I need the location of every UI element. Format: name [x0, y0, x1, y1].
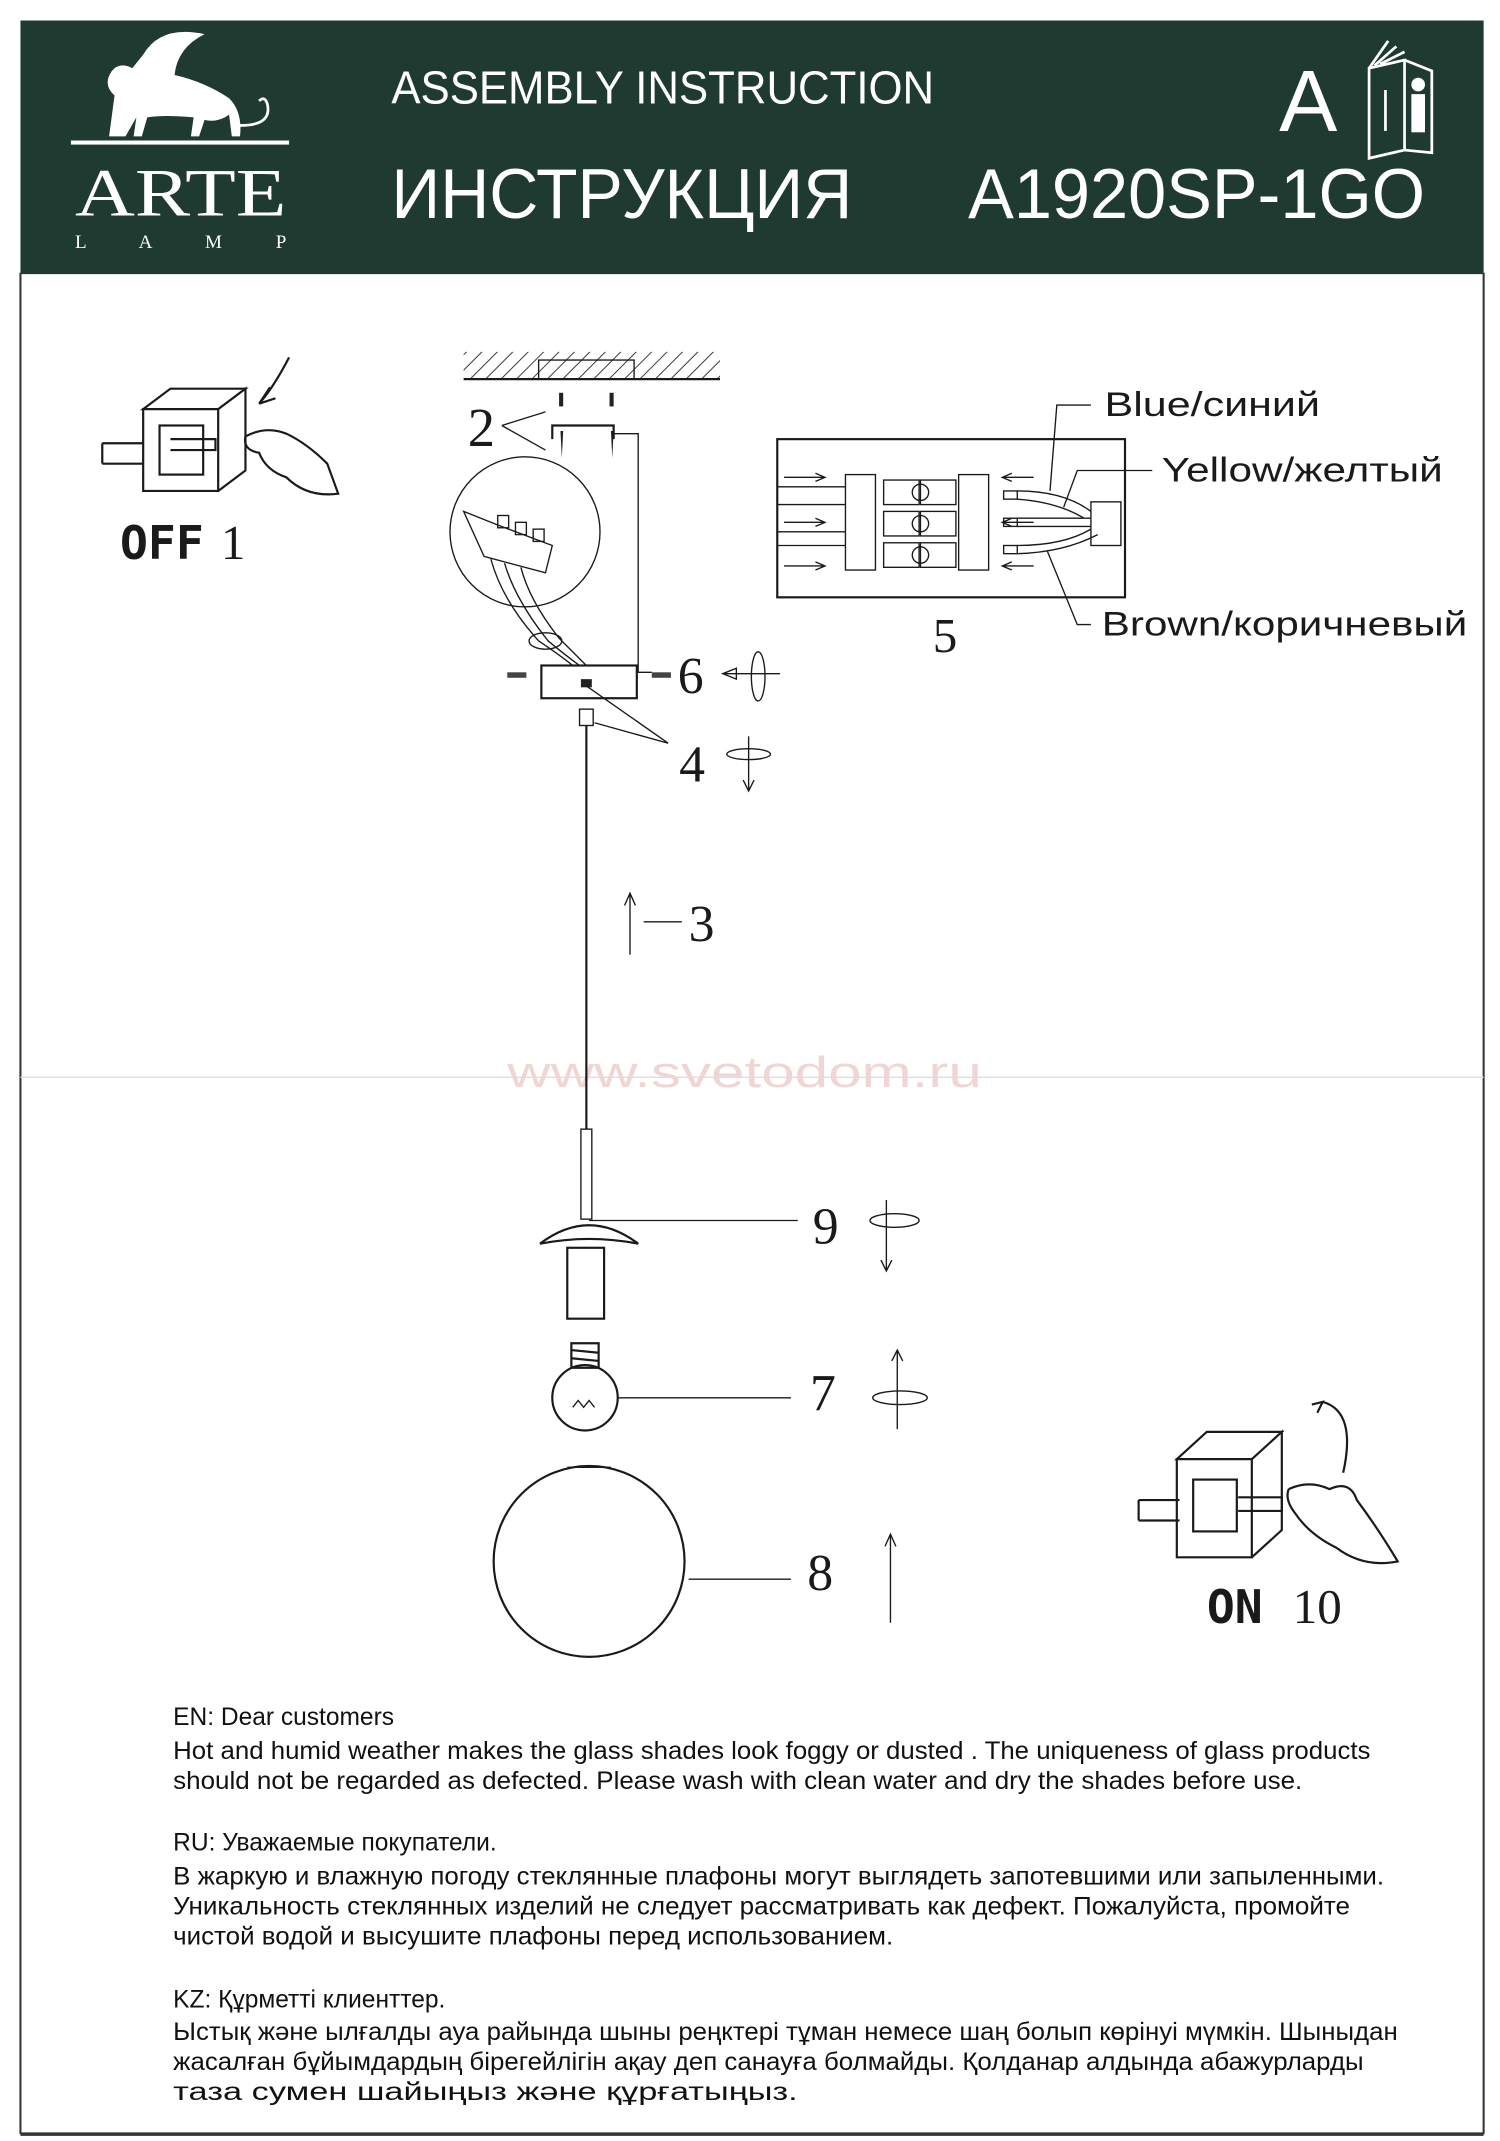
step-7-number: 7 [810, 1365, 836, 1422]
rotate-down-icon [726, 736, 772, 793]
glass-globe-shade [492, 1464, 686, 1658]
light-bulb-icon [551, 1342, 619, 1432]
note-kz-line: Ыстық және ылғалды ауа райында шыны реңк… [173, 2019, 1398, 2046]
model-number: A1920SP-1GO [968, 155, 1425, 234]
version-letter: A [1279, 53, 1338, 150]
title-ru: ИНСТРУКЦИЯ [391, 155, 852, 234]
watermark: www.svetodom.ru [506, 1049, 982, 1097]
wire-brown-label: Brown/коричневый [1102, 606, 1467, 644]
note-kz-line: таза сумен шайыңыз және құрғатыңыз. [173, 2079, 798, 2106]
wall-switch-icon [1137, 1429, 1285, 1559]
note-en-line: should not be regarded as defected. Plea… [173, 1768, 1302, 1795]
pendant-illustration: 3 9 7 8 [492, 725, 928, 1658]
instruction-book-icon [1367, 40, 1434, 160]
arrow-up-icon [884, 1532, 897, 1623]
header-banner: ARTE L A M P ASSEMBLY INSTRUCTION ИНСТРУ… [20, 20, 1484, 275]
note-kz-title: KZ: Құрметті клиенттер. [173, 1986, 445, 2013]
push-rotate-icon [720, 651, 780, 702]
switch-on-illustration: ON 10 [1137, 1400, 1400, 1634]
step-10-number: 10 [1293, 1579, 1342, 1634]
step-3-number: 3 [689, 896, 715, 953]
on-label: ON [1207, 1580, 1263, 1634]
wiring-diagram: 5 Blue/синий Yellow/желтый Brown/коричне… [776, 386, 1467, 663]
hand-icon [243, 356, 340, 496]
note-ru-line: чистой водой и высушите плафоны перед ис… [173, 1924, 893, 1951]
note-ru-line: Уникальность стеклянных изделий не следу… [173, 1894, 1350, 1921]
title-en: ASSEMBLY INSTRUCTION [391, 62, 934, 114]
terminal-detail-circle [449, 456, 601, 667]
step-6-number: 6 [678, 648, 704, 705]
page-border [19, 272, 1485, 2136]
wall-switch-icon [101, 386, 249, 493]
wire-yellow-label: Yellow/желтый [1162, 451, 1443, 489]
note-ru-title: RU: Уважаемые покупатели. [173, 1830, 497, 1857]
step-5-number: 5 [933, 608, 958, 663]
hand-icon [1286, 1400, 1400, 1565]
step-4-number: 4 [679, 736, 705, 793]
rotate-down-icon [869, 1200, 920, 1273]
switch-off-illustration: OFF 1 [101, 356, 340, 570]
note-ru-line: В жаркую и влажную погоду стеклянные пла… [173, 1864, 1384, 1891]
care-notes: EN: Dear customers Hot and humid weather… [173, 1704, 1398, 2106]
ceiling-mount-illustration: 2 6 4 [449, 351, 780, 793]
note-en-title: EN: Dear customers [173, 1704, 394, 1731]
griffin-logo-icon [70, 31, 290, 145]
off-label: OFF [120, 516, 204, 570]
step-8-number: 8 [807, 1545, 833, 1602]
step-1-number: 1 [221, 515, 246, 570]
step-9-number: 9 [813, 1199, 839, 1256]
note-en-line: Hot and humid weather makes the glass sh… [173, 1738, 1370, 1765]
screw-icon [559, 392, 614, 459]
step-2-number: 2 [468, 397, 495, 458]
rotate-up-icon [872, 1348, 928, 1430]
note-kz-line: жасалған бұйымдардың бірегейлігін ақау д… [173, 2049, 1363, 2076]
wire-blue-label: Blue/синий [1105, 386, 1320, 424]
brand-name: ARTE [75, 155, 286, 231]
